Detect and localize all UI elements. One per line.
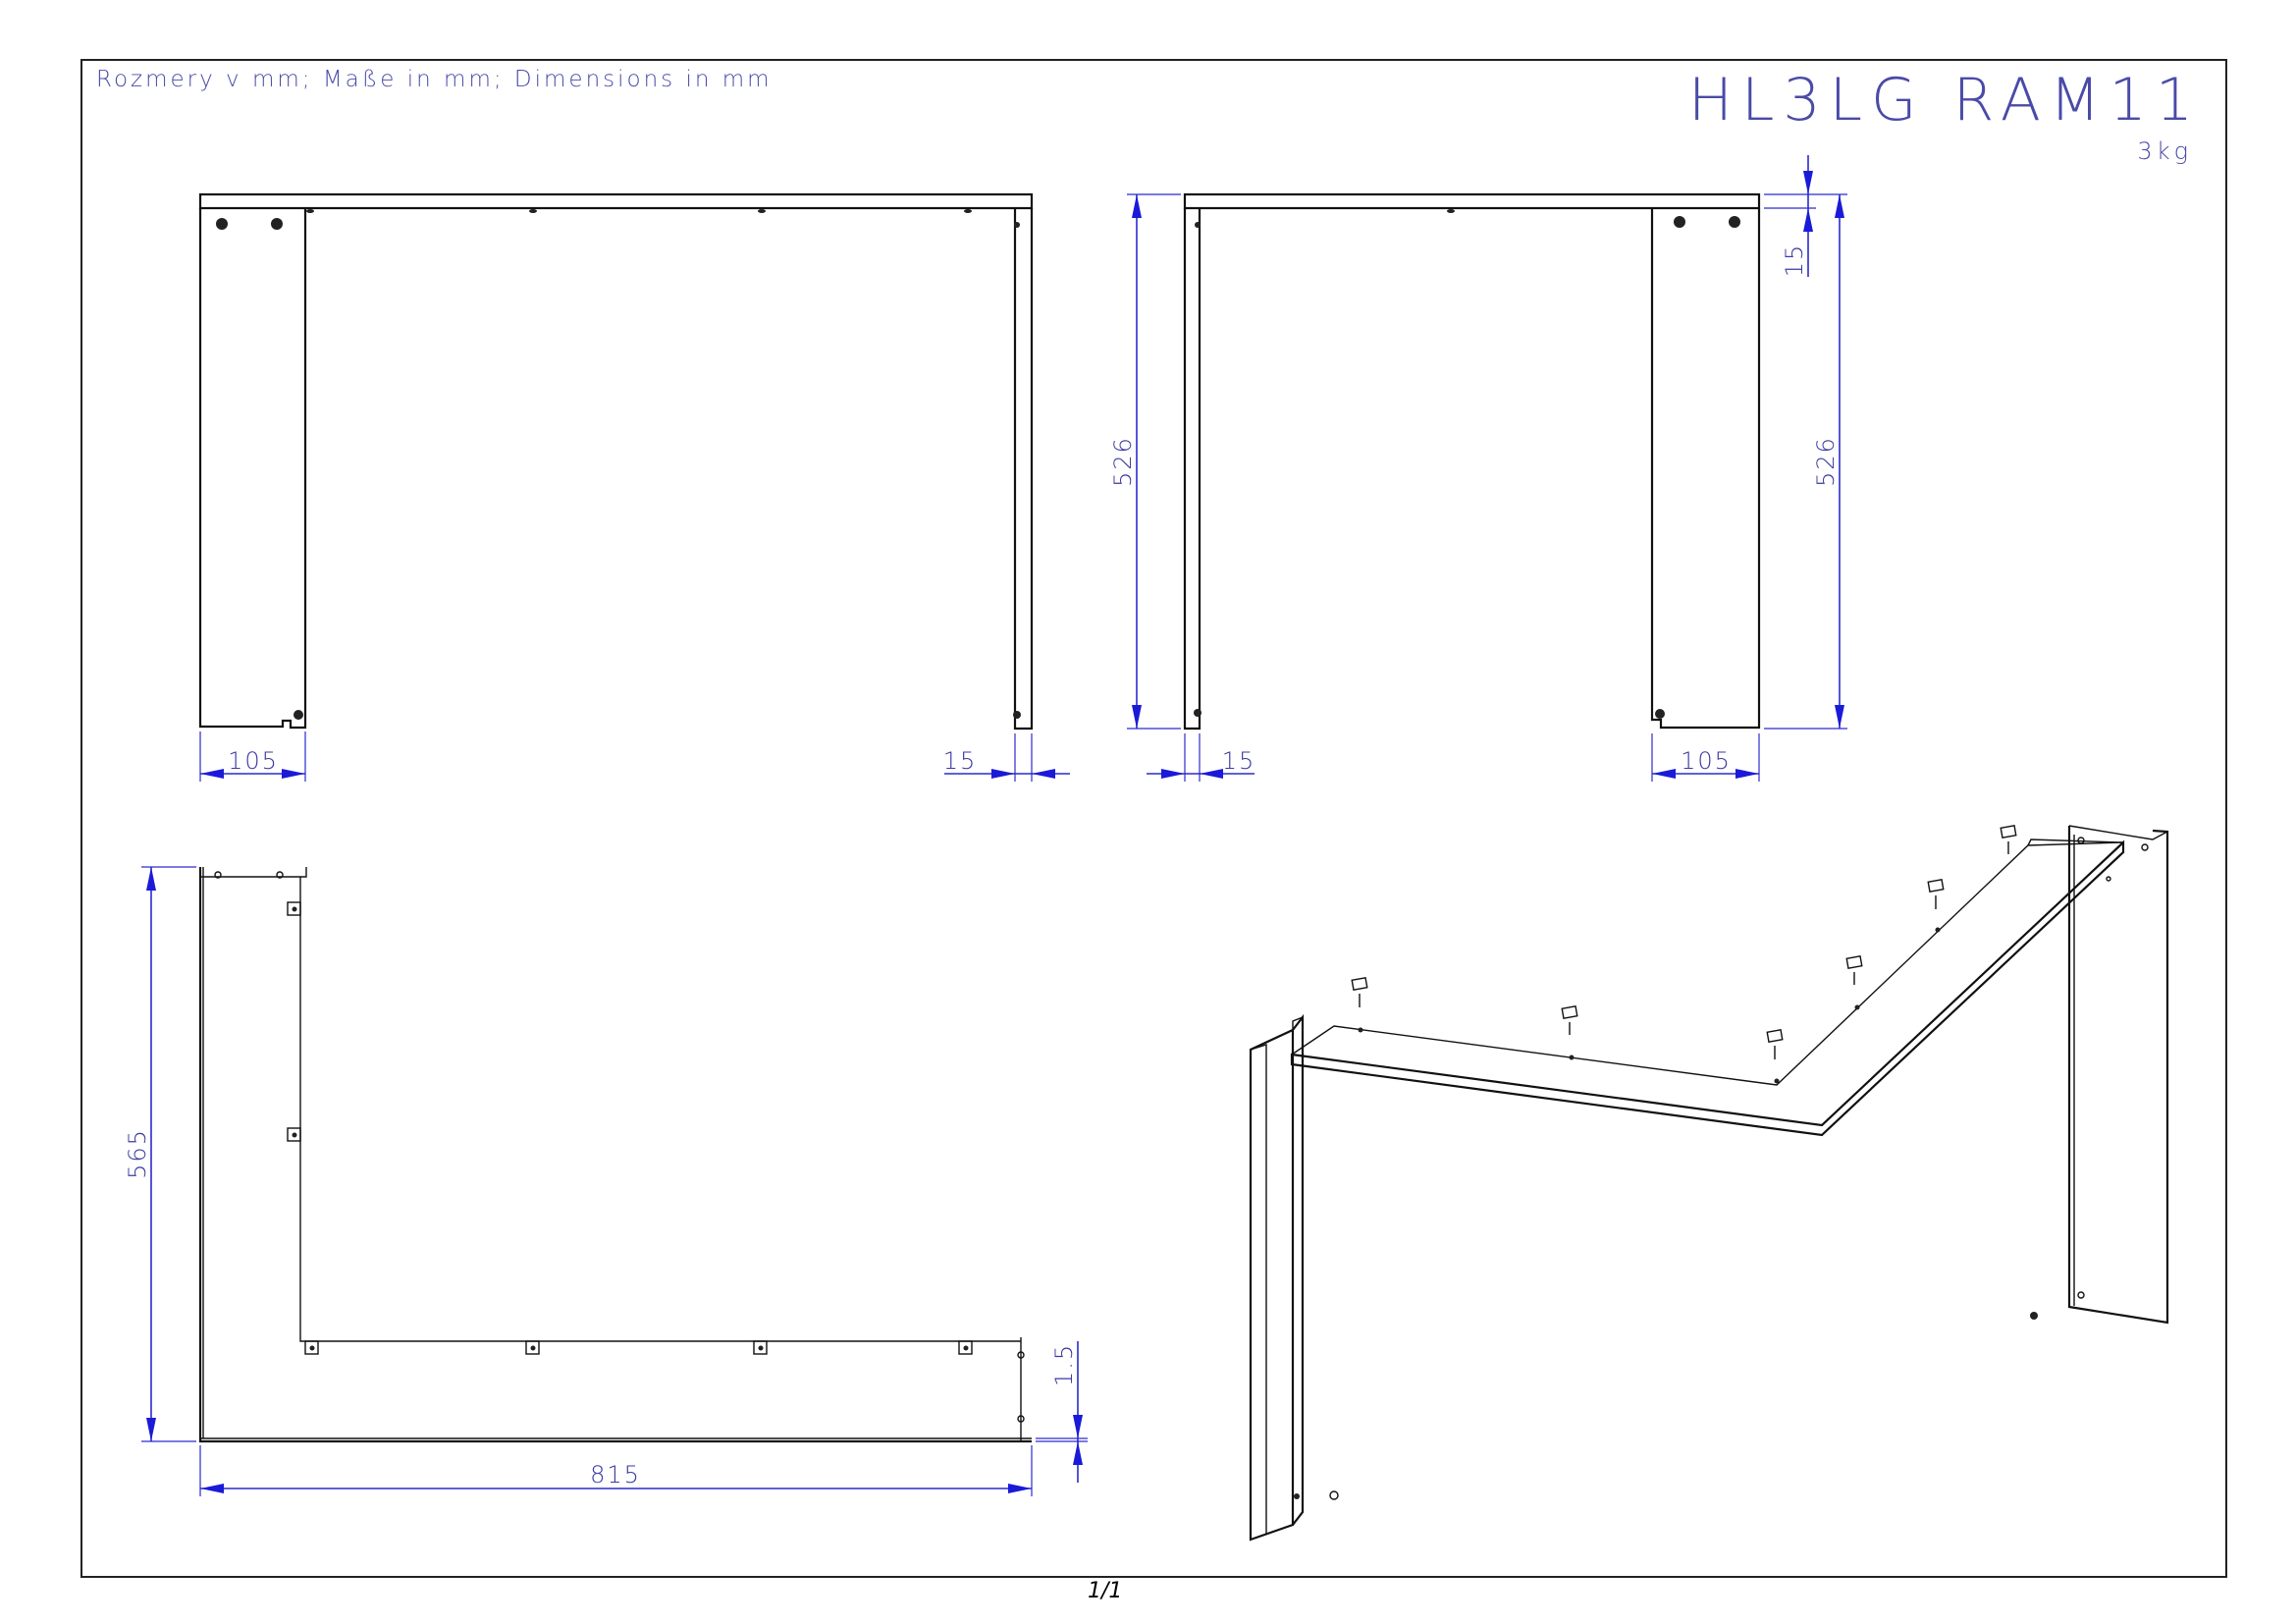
plan-view-dimensions: 565 815 1.5 (124, 866, 1088, 1496)
weight-label: 3kg (2137, 137, 2192, 165)
dim-top-thickness: 15 (1781, 244, 1808, 278)
side-view-dimensions: 526 526 15 15 105 (1109, 155, 1847, 782)
drawing-title: HL3LG RAM11 (1688, 66, 2202, 135)
front-view (198, 192, 1034, 731)
dim-plan-width: 815 (590, 1461, 641, 1489)
front-view-dimensions: 105 15 (199, 731, 1070, 782)
side-view (1183, 192, 1761, 731)
drawing-frame (80, 59, 2227, 1578)
dim-side-height: 526 (1109, 436, 1137, 487)
dim-front-leg-width: 105 (228, 747, 279, 775)
isometric-view (1249, 825, 2169, 1542)
dim-plan-thickness: 1.5 (1050, 1343, 1078, 1386)
dim-side-leg-thickness: 15 (1222, 747, 1256, 775)
units-note: Rozmery v mm; Maße in mm; Dimensions in … (96, 67, 773, 92)
dim-side-height-right: 526 (1812, 436, 1840, 487)
plan-view (198, 867, 1032, 1443)
page-number: 1/1 (1088, 1579, 1123, 1603)
dim-side-leg-width: 105 (1681, 747, 1732, 775)
dim-plan-depth: 565 (124, 1128, 151, 1179)
dim-front-side-width: 15 (943, 747, 978, 775)
